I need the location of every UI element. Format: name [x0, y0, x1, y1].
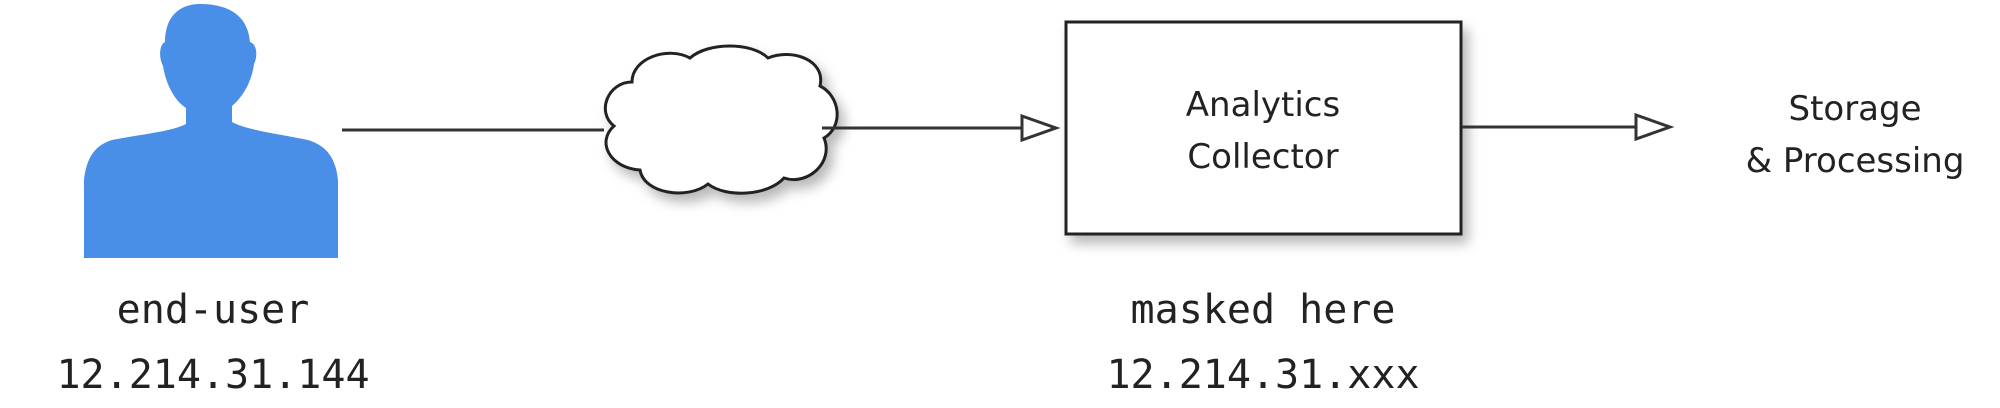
storage-node: Storage & Processing — [1746, 89, 1965, 181]
collector-title-line1: Analytics — [1186, 85, 1340, 125]
collector-node: Analytics Collector — [1064, 20, 1463, 236]
end-user-ip: 12.214.31.144 — [56, 352, 369, 398]
arrowhead-icon — [1634, 112, 1675, 142]
arrowhead-icon — [1020, 113, 1061, 143]
network-node — [603, 44, 839, 195]
end-user-label: end-user — [117, 287, 310, 333]
storage-label-line1: Storage — [1788, 89, 1921, 129]
person-silhouette-icon — [84, 4, 338, 258]
collector-title-line2: Collector — [1187, 137, 1338, 177]
collector-ip: 12.214.31.xxx — [1106, 352, 1419, 398]
end-user-node — [84, 4, 338, 258]
collector-box — [1064, 20, 1463, 236]
cloud-icon — [603, 44, 839, 195]
collector-caption: masked here — [1131, 287, 1396, 333]
storage-label-line2: & Processing — [1746, 141, 1965, 181]
